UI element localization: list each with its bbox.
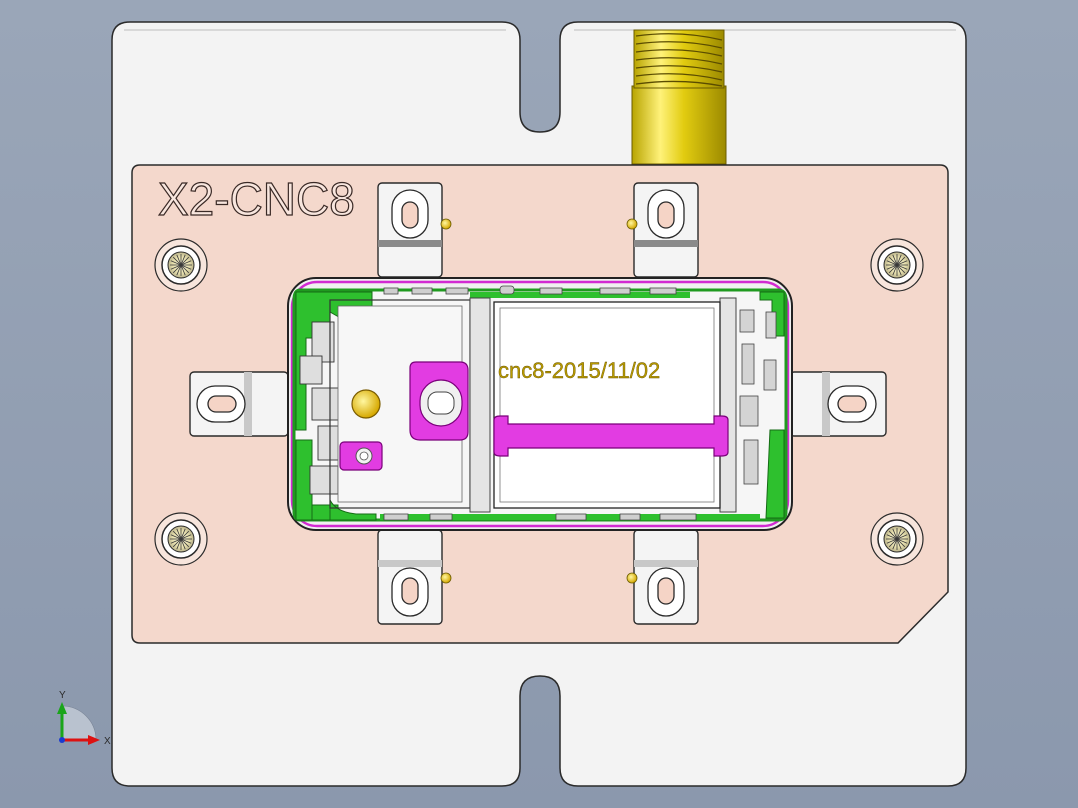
y-axis-label: Y	[59, 690, 66, 701]
screw-ray	[176, 254, 182, 266]
screw-ray	[896, 538, 908, 544]
screw-ray	[892, 254, 898, 266]
screw-ray	[888, 530, 898, 540]
screw-ray	[896, 530, 906, 540]
screw-ray	[886, 260, 898, 266]
screw-ray	[172, 530, 182, 540]
x-arrow-icon	[88, 735, 100, 745]
screw-ray	[896, 534, 908, 540]
z-axis-icon	[59, 737, 65, 743]
screw-top-left	[154, 238, 208, 292]
screw-ray	[886, 534, 898, 540]
screw-ray	[170, 538, 182, 544]
screw-ray	[172, 256, 182, 266]
screw-ray	[180, 528, 186, 540]
screw-ray	[888, 256, 898, 266]
screw-ray	[896, 264, 906, 274]
clamp-left	[189, 371, 289, 437]
screw-ray	[170, 534, 182, 540]
screw-ray	[896, 260, 908, 266]
screw-bottom-right	[870, 512, 924, 566]
screw-bottom-left	[154, 512, 208, 566]
threaded-rod	[631, 29, 727, 165]
screw-ray	[180, 530, 190, 540]
screw-ray	[180, 264, 192, 270]
screw-ray	[172, 264, 182, 274]
screw-ray	[896, 256, 906, 266]
screw-ray	[180, 538, 192, 544]
clamp-top-right	[626, 182, 699, 278]
screw-ray	[886, 538, 898, 544]
part-engraving: X2-CNC8	[158, 173, 355, 225]
screw-ray	[896, 254, 902, 266]
screw-ray	[176, 528, 182, 540]
y-arrow-icon	[57, 702, 67, 714]
screw-ray	[896, 538, 906, 548]
coordinate-triad: Y X	[57, 690, 111, 747]
phone-board	[292, 285, 788, 522]
screw-ray	[180, 264, 190, 274]
screw-ray	[170, 260, 182, 266]
clamp-bottom-right	[626, 529, 699, 625]
screw-ray	[886, 264, 898, 270]
screw-ray	[176, 538, 182, 550]
clamp-right	[789, 371, 887, 437]
screw-ray	[896, 264, 908, 270]
clamp-top-left	[377, 182, 452, 278]
screw-ray	[896, 264, 902, 276]
screw-ray	[180, 264, 186, 276]
screw-ray	[896, 538, 902, 550]
x-axis-label: X	[104, 736, 111, 747]
screw-ray	[180, 538, 190, 548]
screw-top-right	[870, 238, 924, 292]
screw-ray	[896, 528, 902, 540]
screw-ray	[180, 534, 192, 540]
screw-ray	[888, 538, 898, 548]
screw-ray	[892, 528, 898, 540]
screw-ray	[180, 260, 192, 266]
screw-ray	[892, 264, 898, 276]
screw-ray	[172, 538, 182, 548]
screw-ray	[180, 538, 186, 550]
screw-ray	[892, 538, 898, 550]
screw-ray	[180, 254, 186, 266]
clamp-bottom-left	[377, 529, 452, 625]
screw-ray	[180, 256, 190, 266]
screw-ray	[176, 264, 182, 276]
triad-arc	[61, 705, 97, 741]
screw-ray	[170, 264, 182, 270]
date-stamp: cnc8-2015/11/02	[498, 358, 660, 383]
screw-ray	[888, 264, 898, 274]
